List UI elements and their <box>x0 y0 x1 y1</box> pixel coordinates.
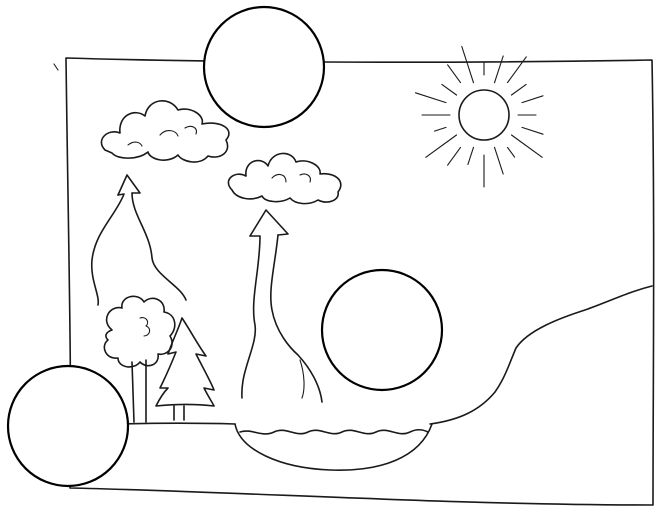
sun-ray <box>426 135 457 157</box>
sun-ray <box>508 57 527 83</box>
label-circle-middle[interactable] <box>322 270 442 390</box>
cloud-icon <box>228 153 340 203</box>
hill-icon <box>430 286 652 424</box>
sun-ray <box>416 93 447 103</box>
label-circle-bottom-left[interactable] <box>8 366 128 486</box>
sun-ray <box>435 127 447 131</box>
sun-ray <box>508 147 515 157</box>
sun-ray <box>495 56 504 83</box>
cloud-detail <box>128 126 196 146</box>
sun-ray <box>448 147 461 165</box>
evaporation-arrow-icon <box>92 175 186 305</box>
sun-ray <box>522 96 543 103</box>
water-icon <box>235 424 432 470</box>
margin-mark <box>54 64 58 70</box>
pine-tree-icon <box>156 318 214 420</box>
sun-ray <box>462 47 474 83</box>
sun-ray <box>442 84 457 95</box>
sun-ray <box>512 84 527 95</box>
sun-ray <box>522 127 543 134</box>
evaporation-arrow-icon <box>242 210 322 402</box>
sun-ray <box>468 147 474 164</box>
sun-icon <box>416 47 544 188</box>
label-circle-top[interactable] <box>204 7 324 127</box>
ground-line <box>120 423 235 424</box>
sun-ray <box>512 135 543 157</box>
sun-ray <box>448 65 461 83</box>
sun-ray <box>495 147 504 174</box>
cloud-detail <box>272 174 310 182</box>
